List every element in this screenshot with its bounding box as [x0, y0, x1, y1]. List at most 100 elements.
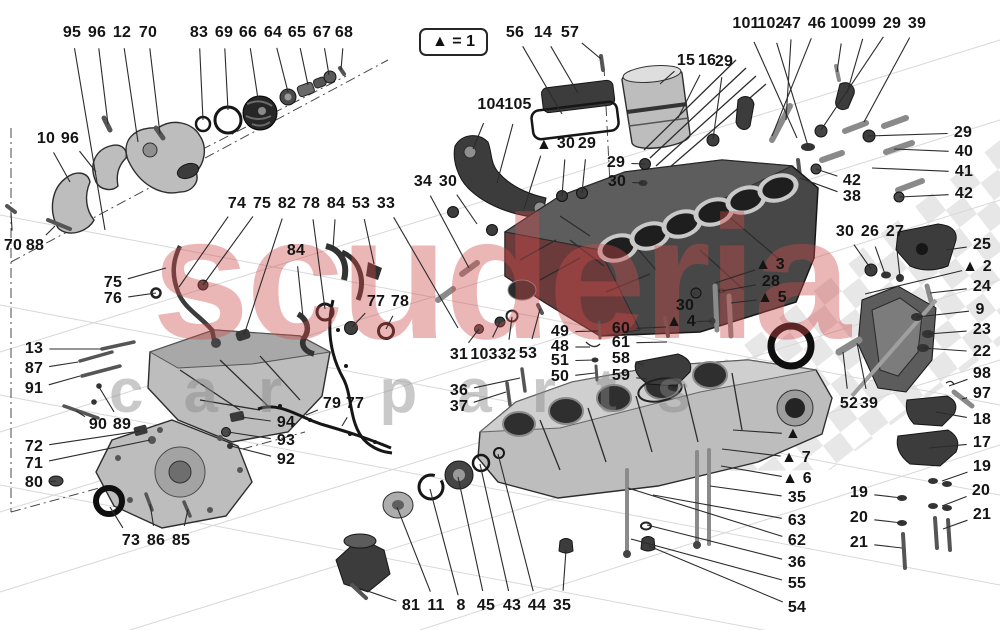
part-label-48: 48 [550, 338, 570, 355]
watermark: scuderia car parts [109, 181, 856, 426]
leader-line [312, 219, 326, 310]
leader-line [771, 38, 812, 137]
part-label-94: 94 [276, 414, 296, 431]
leader-line [49, 361, 79, 368]
leader-line [961, 397, 968, 400]
part-label-3: ▲ 3 [755, 256, 785, 273]
part-label-64: 64 [263, 24, 283, 41]
leader-line [467, 328, 480, 344]
part-label-35: 35 [787, 489, 807, 506]
part-label-: ▲ [784, 425, 802, 442]
part-label-46: 46 [807, 15, 827, 32]
part-label-96: 96 [87, 24, 107, 41]
leader-line [730, 299, 757, 304]
leader-line [323, 48, 330, 76]
right-side-parts-drawing [796, 129, 975, 570]
leader-line [522, 46, 563, 115]
part-label-49: 49 [550, 323, 570, 340]
leader-line [874, 544, 903, 549]
leader-line [874, 246, 886, 275]
part-label-92: 92 [276, 451, 296, 468]
leader-line [693, 292, 696, 295]
leader-line [842, 351, 848, 389]
part-label-30: 30 [675, 297, 695, 314]
part-label-83: 83 [189, 24, 209, 41]
leader-line [276, 47, 289, 93]
part-label-30: 30 [835, 223, 855, 240]
part-label-23: 23 [972, 321, 992, 338]
part-label-86: 86 [146, 532, 166, 549]
leader-line [581, 159, 586, 194]
part-label-30: 30 [607, 173, 627, 190]
leader-line [677, 74, 701, 119]
part-label-51: 51 [550, 352, 570, 369]
leader-line [202, 216, 254, 286]
leader-line [49, 430, 141, 446]
leader-line [776, 42, 809, 147]
leader-line [508, 316, 513, 340]
leader-line [714, 269, 756, 284]
leader-line [341, 417, 348, 427]
leader-line [927, 330, 967, 335]
leader-line [240, 416, 271, 422]
leader-line [732, 429, 782, 434]
leader-line [630, 538, 783, 581]
leader-line [49, 480, 57, 483]
part-label-95: 95 [62, 24, 82, 41]
leader-line [98, 386, 115, 413]
front-covers-drawing [5, 204, 332, 529]
leader-line [109, 506, 124, 529]
leader-line [393, 217, 459, 329]
part-label-93: 93 [276, 432, 296, 449]
part-label-56: 56 [505, 24, 525, 41]
part-label-61: 61 [611, 334, 631, 351]
part-label-66: 66 [238, 24, 258, 41]
leader-line [721, 284, 756, 292]
watermark-secondary-text: car parts [109, 357, 731, 426]
leader-line [652, 494, 782, 519]
leader-line [472, 122, 485, 150]
leader-line [299, 47, 309, 86]
part-label-39: 39 [859, 395, 879, 412]
leader-line [864, 270, 963, 295]
part-label-81: 81 [401, 597, 421, 614]
leader-line [720, 465, 782, 477]
leader-line [10, 212, 13, 231]
leader-line [853, 244, 872, 270]
leader-line [935, 411, 967, 418]
part-label-21: 21 [849, 534, 869, 551]
leader-line [305, 409, 319, 416]
part-label-43: 43 [502, 597, 522, 614]
part-label-75: 75 [252, 195, 272, 212]
part-label-29: 29 [882, 15, 902, 32]
part-label-29: 29 [714, 53, 734, 70]
part-label-62: 62 [787, 532, 807, 549]
part-label-40: 40 [954, 143, 974, 160]
leader-line [721, 448, 781, 457]
part-label-26: 26 [860, 223, 880, 240]
part-label-70: 70 [3, 237, 23, 254]
part-label-14: 14 [533, 24, 553, 41]
part-label-72: 72 [24, 438, 44, 455]
leader-line [149, 48, 161, 135]
leader-line [332, 219, 336, 250]
leader-line [575, 330, 599, 333]
part-label-29: 29 [953, 124, 973, 141]
part-label-25: 25 [972, 236, 992, 253]
part-label-68: 68 [334, 24, 354, 41]
part-label-41: 41 [954, 163, 974, 180]
part-label-71: 71 [24, 455, 44, 472]
part-label-30: 30 [438, 173, 458, 190]
part-label-10: 10 [36, 130, 56, 147]
leader-line [874, 519, 903, 524]
leader-line [227, 431, 271, 440]
leader-line [53, 152, 71, 183]
leader-line [581, 42, 602, 60]
part-label-80: 80 [24, 474, 44, 491]
leader-line [922, 347, 967, 352]
leader-line [636, 341, 668, 344]
leader-line [243, 218, 283, 336]
part-label-96: 96 [60, 130, 80, 147]
